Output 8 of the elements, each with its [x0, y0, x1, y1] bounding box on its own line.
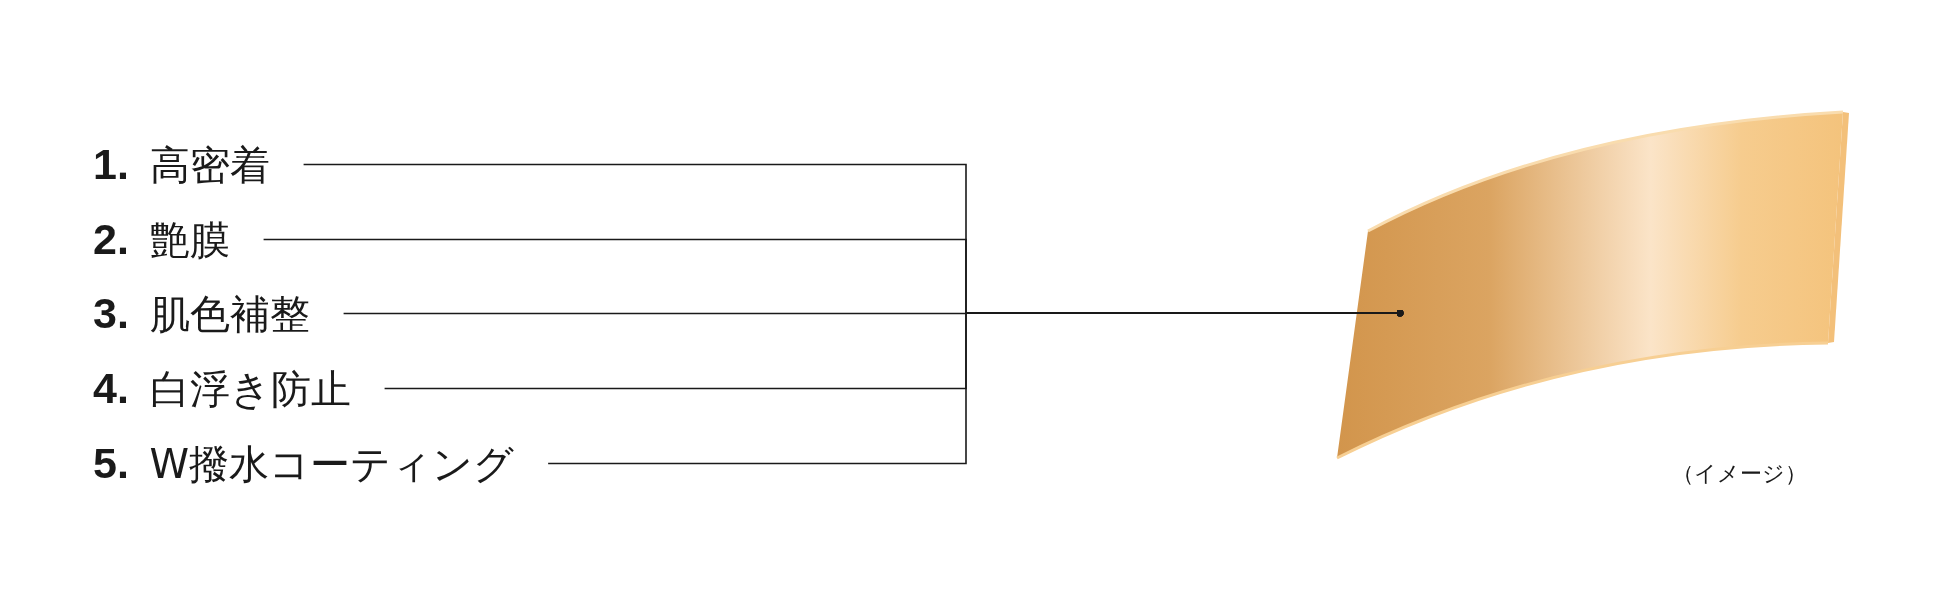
feature-label: 4. 白浮き防止: [93, 364, 385, 413]
feature-label: 5. W撥水コーティング: [93, 439, 549, 488]
feature-label: 1. 高密着: [93, 140, 304, 189]
film-drawing: [1336, 110, 1849, 460]
image-note: （イメージ）: [1672, 460, 1807, 488]
feature-label: 3. 肌色補整: [93, 289, 344, 338]
leader-line: [547, 309, 1404, 465]
feature-label: 2. 艶膜: [93, 215, 264, 264]
